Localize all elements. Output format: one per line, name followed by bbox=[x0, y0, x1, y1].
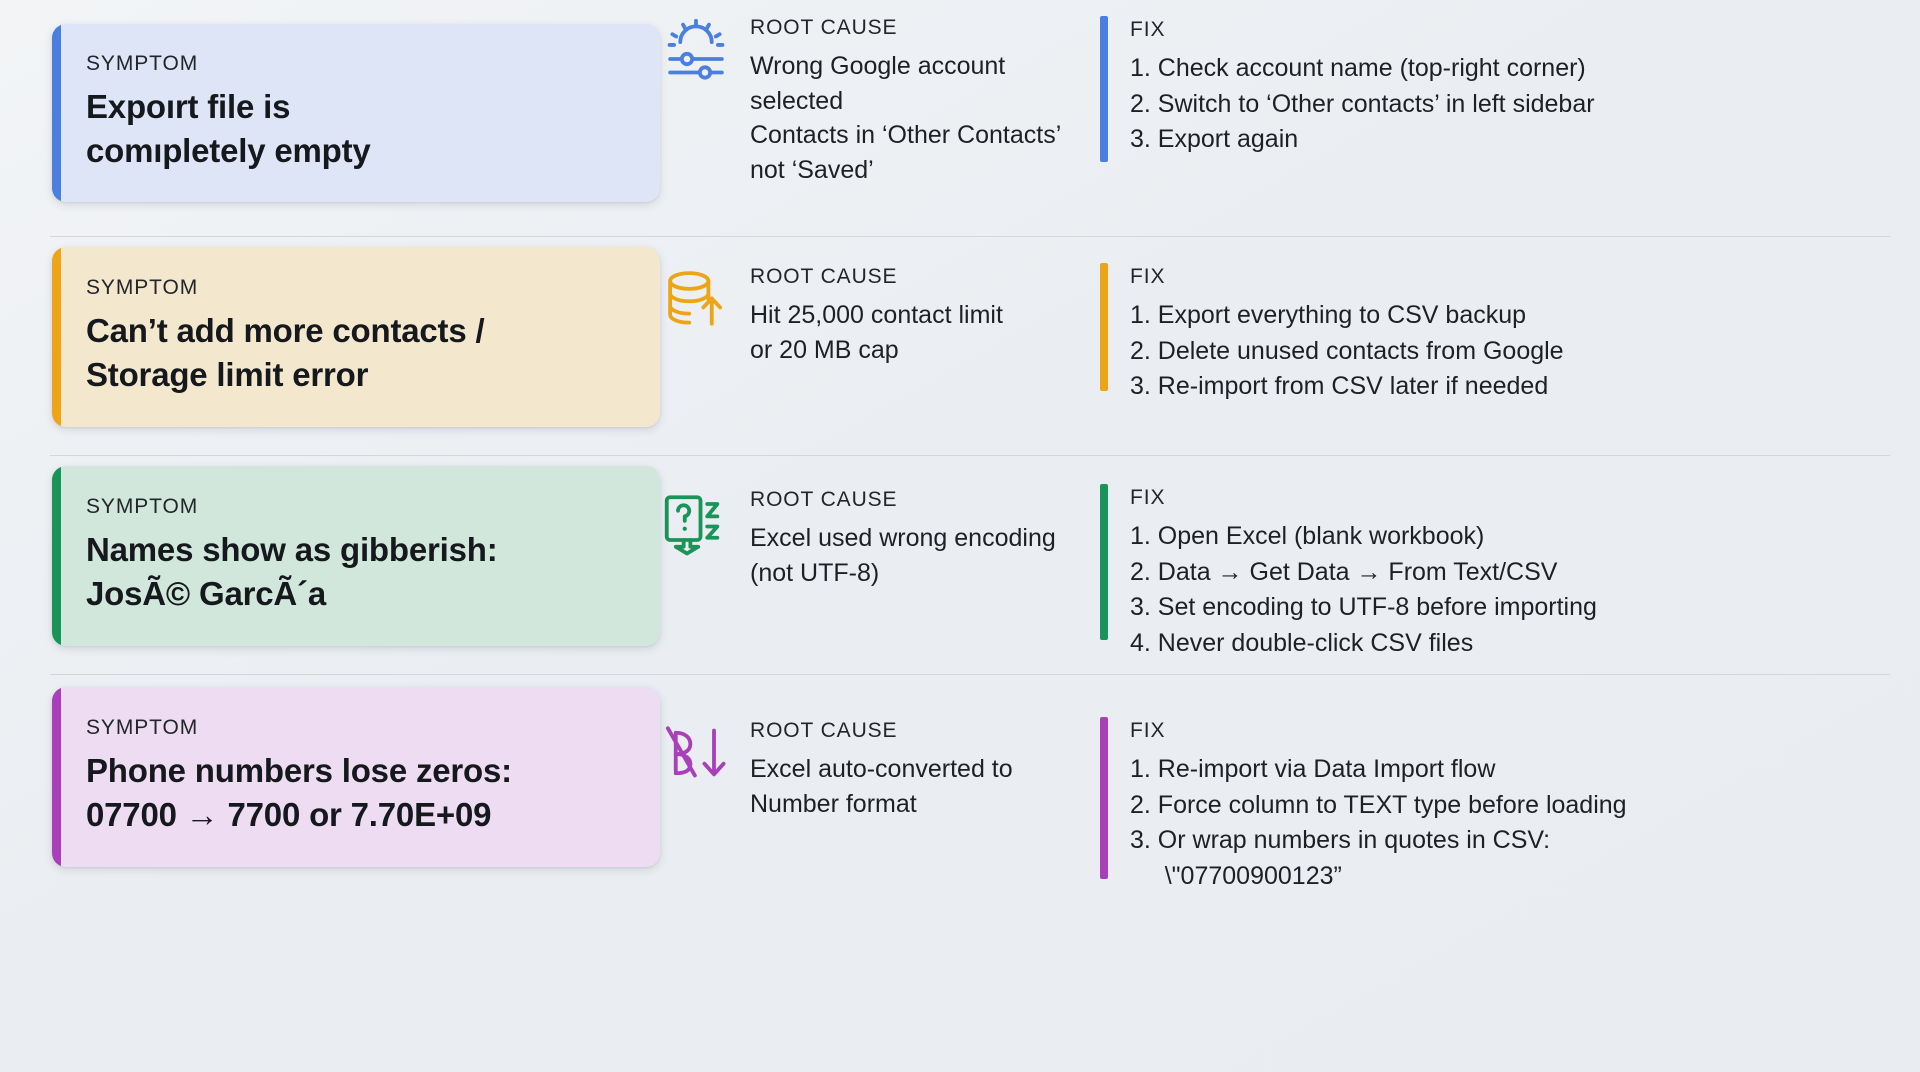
fix-text: FIX 1. Export everything to CSV backup 2… bbox=[1130, 263, 1564, 405]
fix-step: 1. Re-import via Data Import flow bbox=[1130, 755, 1496, 783]
fix-step: 2. Delete unused contacts from Google bbox=[1130, 336, 1564, 365]
fix-step: 2. Data → Get Data → From Text/CSV bbox=[1130, 557, 1558, 586]
root-cause-line: Contacts in ‘Other Contacts’ bbox=[750, 121, 1062, 149]
fix-step: 1. Check account name (top-right corner) bbox=[1130, 54, 1586, 82]
troubleshoot-row: SYMPTOM Expoırt file is comıpletely empt… bbox=[0, 0, 1920, 236]
root-cause-label: ROOT CAUSE bbox=[750, 265, 898, 288]
fix-text: FIX 1. Open Excel (blank workbook) 2. Da… bbox=[1130, 484, 1597, 661]
symptom-accent-bar bbox=[52, 247, 61, 427]
fix-accent-bar bbox=[1100, 16, 1108, 162]
fix-step-list: 1. Export everything to CSV backup 2. De… bbox=[1130, 298, 1564, 405]
row-divider bbox=[50, 455, 1890, 456]
troubleshoot-row: SYMPTOM Names show as gibberish: JosÃ© G… bbox=[0, 456, 1920, 674]
root-cause-line: Wrong Google account selected bbox=[750, 52, 1006, 115]
fix-label: FIX bbox=[1130, 18, 1166, 41]
root-cause-text: ROOT CAUSE Excel used wrong encoding (no… bbox=[750, 486, 1056, 590]
symptom-column: SYMPTOM Names show as gibberish: JosÃ© G… bbox=[0, 456, 660, 646]
symptom-title-line: JosÃ© GarcÃ´a bbox=[86, 574, 326, 612]
symptom-title-line: Names show as gibberish: bbox=[86, 531, 498, 569]
root-cause-line: Excel auto-converted to bbox=[750, 755, 1013, 783]
fix-label: FIX bbox=[1130, 719, 1166, 742]
fix-text: FIX 1. Re-import via Data Import flow 2.… bbox=[1130, 717, 1627, 894]
root-cause-text: ROOT CAUSE Hit 25,000 contact limit or 2… bbox=[750, 263, 1003, 367]
root-cause-line: not ‘Saved’ bbox=[750, 155, 874, 184]
root-cause-column: ROOT CAUSE Excel auto-converted to Numbe… bbox=[660, 675, 1100, 821]
fix-column: FIX 1. Open Excel (blank workbook) 2. Da… bbox=[1100, 456, 1920, 661]
fix-step-list: 1. Check account name (top-right corner)… bbox=[1130, 51, 1595, 158]
symptom-accent-bar bbox=[52, 24, 61, 202]
symptom-title: Can’t add more contacts / Storage limit … bbox=[86, 309, 626, 395]
symptom-title-line: 07700 → 7700 or 7.70E+09 bbox=[86, 795, 492, 833]
symptom-label: SYMPTOM bbox=[86, 276, 199, 300]
symptom-card: SYMPTOM Expoırt file is comıpletely empt… bbox=[52, 24, 660, 202]
symptom-card: SYMPTOM Can’t add more contacts / Storag… bbox=[52, 247, 660, 427]
fix-accent-bar bbox=[1100, 484, 1108, 640]
symptom-card: SYMPTOM Names show as gibberish: JosÃ© G… bbox=[52, 466, 660, 646]
symptom-title: Expoırt file is comıpletely empty bbox=[86, 85, 626, 171]
root-cause-label: ROOT CAUSE bbox=[750, 16, 898, 39]
fix-step: 3. Export again bbox=[1130, 125, 1299, 153]
root-cause-text: ROOT CAUSE Wrong Google account selected… bbox=[750, 14, 1100, 187]
row-divider bbox=[50, 674, 1890, 675]
symptom-title-line: Expoırt file is bbox=[86, 88, 291, 126]
symptom-title-line: Phone numbers lose zeros: bbox=[86, 752, 512, 790]
symptom-label: SYMPTOM bbox=[86, 495, 199, 519]
root-cause-line: Number format bbox=[750, 789, 917, 818]
root-cause-line: or 20 MB cap bbox=[750, 335, 899, 364]
symptom-title-line: Can’t add more contacts / bbox=[86, 312, 485, 350]
root-cause-text: ROOT CAUSE Excel auto-converted to Numbe… bbox=[750, 717, 1013, 821]
symptom-title: Names show as gibberish: JosÃ© GarcÃ´a bbox=[86, 528, 626, 614]
root-cause-column: ROOT CAUSE Hit 25,000 contact limit or 2… bbox=[660, 237, 1100, 367]
fix-step: 3. Re-import from CSV later if needed bbox=[1130, 372, 1549, 400]
fix-step-list: 1. Re-import via Data Import flow 2. For… bbox=[1130, 752, 1627, 894]
settings-sliders-icon bbox=[660, 14, 732, 86]
fix-step: 4. Never double-click CSV files bbox=[1130, 628, 1474, 657]
symptom-column: SYMPTOM Can’t add more contacts / Storag… bbox=[0, 237, 660, 427]
symptom-title: Phone numbers lose zeros: 07700 → 7700 o… bbox=[86, 749, 626, 835]
fix-accent-bar bbox=[1100, 263, 1108, 391]
symptom-accent-bar bbox=[52, 687, 61, 867]
root-cause-line: Excel used wrong encoding bbox=[750, 524, 1056, 552]
database-upload-icon bbox=[660, 263, 732, 335]
number-convert-down-icon bbox=[660, 717, 732, 789]
fix-column: FIX 1. Re-import via Data Import flow 2.… bbox=[1100, 675, 1920, 894]
fix-label: FIX bbox=[1130, 265, 1166, 288]
symptom-label: SYMPTOM bbox=[86, 716, 199, 740]
fix-accent-bar bbox=[1100, 717, 1108, 879]
fix-step: 2. Force column to TEXT type before load… bbox=[1130, 790, 1627, 819]
fix-step: 1. Open Excel (blank workbook) bbox=[1130, 522, 1485, 550]
symptom-card: SYMPTOM Phone numbers lose zeros: 07700 … bbox=[52, 687, 660, 867]
troubleshoot-row: SYMPTOM Can’t add more contacts / Storag… bbox=[0, 237, 1920, 455]
root-cause-label: ROOT CAUSE bbox=[750, 488, 898, 511]
root-cause-column: ROOT CAUSE Excel used wrong encoding (no… bbox=[660, 456, 1100, 590]
row-divider bbox=[50, 236, 1890, 237]
troubleshoot-row: SYMPTOM Phone numbers lose zeros: 07700 … bbox=[0, 675, 1920, 907]
symptom-column: SYMPTOM Expoırt file is comıpletely empt… bbox=[0, 0, 660, 202]
fix-column: FIX 1. Export everything to CSV backup 2… bbox=[1100, 237, 1920, 405]
root-cause-label: ROOT CAUSE bbox=[750, 719, 898, 742]
fix-label: FIX bbox=[1130, 486, 1166, 509]
fix-step-list: 1. Open Excel (blank workbook) 2. Data →… bbox=[1130, 519, 1597, 661]
root-cause-line: (not UTF-8) bbox=[750, 558, 880, 587]
fix-step: 3. Or wrap numbers in quotes in CSV: \"0… bbox=[1130, 826, 1551, 890]
symptom-title-line: Storage limit error bbox=[86, 355, 369, 393]
symptom-column: SYMPTOM Phone numbers lose zeros: 07700 … bbox=[0, 675, 660, 867]
unknown-character-icon bbox=[660, 486, 732, 558]
symptom-title-line: comıpletely empty bbox=[86, 131, 371, 169]
symptom-accent-bar bbox=[52, 466, 61, 646]
root-cause-line: Hit 25,000 contact limit bbox=[750, 301, 1003, 329]
fix-step: 3. Set encoding to UTF-8 before importin… bbox=[1130, 593, 1597, 621]
fix-step: 2. Switch to ‘Other contacts’ in left si… bbox=[1130, 89, 1595, 118]
fix-step: 1. Export everything to CSV backup bbox=[1130, 301, 1527, 329]
root-cause-column: ROOT CAUSE Wrong Google account selected… bbox=[660, 0, 1100, 187]
symptom-label: SYMPTOM bbox=[86, 52, 199, 76]
fix-column: FIX 1. Check account name (top-right cor… bbox=[1100, 0, 1920, 162]
fix-text: FIX 1. Check account name (top-right cor… bbox=[1130, 16, 1595, 162]
